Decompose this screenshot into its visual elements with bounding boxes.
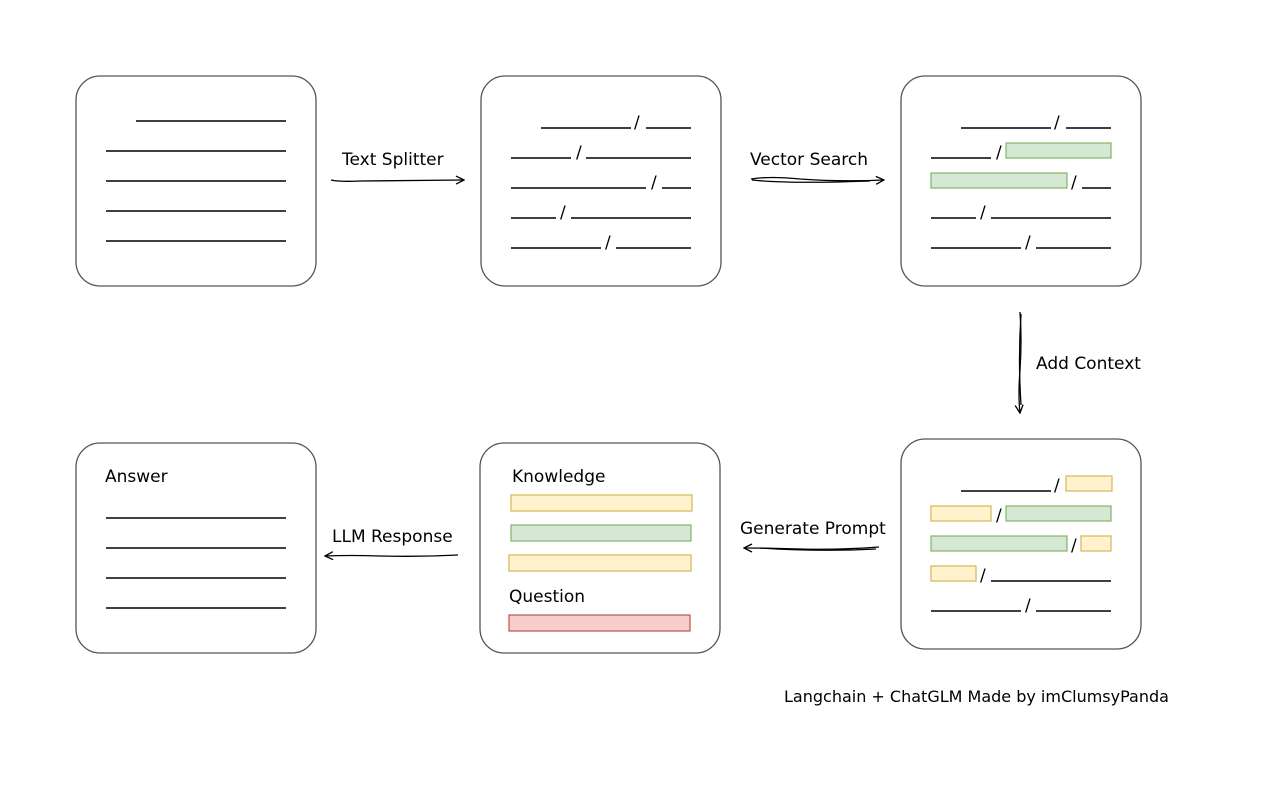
context-highlight [930,565,977,582]
edge-vector-search: Vector Search [750,150,884,182]
separator-slash: / [1071,173,1077,193]
separator-slash: / [1071,536,1077,556]
matched-chunk-highlight [1005,505,1112,522]
separator-slash: / [1025,233,1031,253]
separator-slash: / [996,143,1002,163]
question-block [508,614,691,632]
separator-slash: / [1054,113,1060,133]
arrow-left-icon [325,555,459,556]
answer-card: Answer [75,442,317,654]
edge-text-splitter: Text Splitter [330,150,464,181]
vector-search-card: / / / / / [900,75,1142,287]
edge-llm-response: LLM Response [325,527,459,556]
separator-slash: / [634,113,640,133]
separator-slash: / [560,203,566,223]
separator-slash: / [996,506,1002,526]
edge-generate-prompt: Generate Prompt [740,519,886,550]
separator-slash: / [1025,596,1031,616]
knowledge-block [508,554,692,572]
separator-slash: / [1054,476,1060,496]
arrow-right-icon [330,180,464,181]
matched-chunk-highlight [1005,142,1112,159]
matched-chunk-highlight [930,172,1068,189]
source-document-card [75,75,317,287]
separator-slash: / [605,233,611,253]
context-highlight [1065,475,1113,492]
matched-chunk-highlight [930,535,1068,552]
edge-label-generate-prompt: Generate Prompt [740,519,886,539]
split-chunks-card: / / / / / [480,75,722,287]
arrow-right-icon [750,178,884,181]
separator-slash: / [980,566,986,586]
edge-label-vector-search: Vector Search [750,150,868,170]
knowledge-block [510,524,692,542]
context-highlight [1080,535,1112,552]
context-card: / / / / / [900,438,1142,650]
edge-add-context: Add Context [1019,311,1141,413]
edge-label-text-splitter: Text Splitter [341,150,444,170]
knowledge-title: Knowledge [512,467,605,487]
knowledge-block [510,494,693,512]
context-highlight [930,505,992,522]
prompt-card: Knowledge Question [479,442,721,654]
separator-slash: / [980,203,986,223]
footer-credit: Langchain + ChatGLM Made by imClumsyPand… [784,687,1169,706]
edge-label-llm-response: LLM Response [332,527,453,547]
edge-label-add-context: Add Context [1036,354,1141,374]
question-title: Question [509,587,585,607]
answer-title: Answer [105,467,168,487]
separator-slash: / [651,173,657,193]
separator-slash: / [576,143,582,163]
